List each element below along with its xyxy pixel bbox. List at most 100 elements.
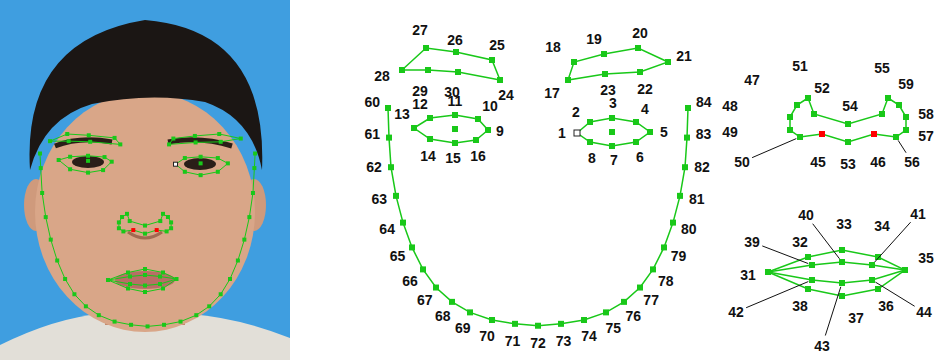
landmark-point — [113, 320, 117, 324]
landmark-outline — [414, 115, 488, 143]
callout-number: 18 — [545, 40, 561, 54]
callout-number: 8 — [588, 151, 596, 165]
leader-line — [825, 287, 840, 336]
landmark-point — [179, 320, 183, 324]
eye — [72, 156, 104, 168]
callout-number: 59 — [898, 77, 914, 91]
landmark-point — [677, 193, 683, 199]
landmark-point — [455, 69, 461, 75]
callout-number: 40 — [798, 208, 814, 222]
landmark-point — [839, 247, 845, 253]
callout-number: 2 — [572, 105, 580, 119]
landmark-outline — [402, 48, 500, 80]
landmark-point — [581, 317, 587, 323]
landmark-point — [393, 193, 399, 199]
landmark-point — [118, 142, 122, 146]
landmark-outline — [176, 157, 228, 175]
landmark-point — [158, 275, 162, 279]
callout-number: 84 — [696, 95, 712, 109]
landmark-point — [452, 140, 458, 146]
landmark-point — [839, 280, 845, 286]
landmark-point — [49, 238, 53, 242]
callout-number: 49 — [722, 125, 738, 139]
callout-number: 74 — [581, 329, 597, 343]
callout-number: 15 — [445, 151, 461, 165]
landmark-outline — [388, 108, 688, 326]
landmark-point — [165, 229, 169, 233]
landmark-outline — [768, 262, 905, 272]
landmark-point — [809, 277, 815, 283]
landmark-point — [143, 284, 147, 288]
landmark-point — [797, 134, 803, 140]
landmark-point — [65, 132, 69, 136]
callout-number: 10 — [482, 99, 498, 113]
landmark-outline — [59, 156, 112, 173]
landmark-point — [67, 139, 71, 143]
landmark-point — [125, 212, 129, 216]
callout-number: 77 — [643, 293, 659, 307]
landmark-point — [869, 262, 875, 268]
landmark-point — [183, 170, 187, 174]
landmark-outline — [790, 98, 906, 142]
landmark-point — [453, 49, 459, 55]
landmark-point — [251, 191, 255, 195]
callout-number: 29 — [412, 84, 428, 98]
landmark-point — [48, 139, 52, 143]
callout-number: 58 — [918, 107, 934, 121]
callout-number: 52 — [814, 81, 830, 95]
landmark-point — [101, 168, 105, 172]
landmark-point — [158, 219, 162, 223]
landmark-point — [103, 155, 107, 159]
landmark-point — [57, 158, 61, 162]
landmark-point — [68, 167, 72, 171]
landmark-point — [207, 304, 211, 308]
landmark-point — [121, 229, 125, 233]
callout-number: 13 — [394, 107, 410, 121]
landmark-point — [765, 269, 771, 275]
landmark-point — [400, 220, 406, 226]
landmark-outline — [768, 270, 905, 283]
landmark-point — [169, 220, 173, 224]
face-photo — [0, 0, 290, 360]
landmark-point — [247, 215, 251, 219]
landmark-point — [485, 127, 491, 133]
landmark-point — [571, 59, 577, 65]
callout-number: 4 — [641, 102, 649, 116]
landmark-point — [473, 137, 479, 143]
callout-number: 75 — [606, 321, 622, 335]
eyebrow — [168, 140, 232, 146]
landmark-point — [97, 313, 101, 317]
callout-number: 66 — [402, 274, 418, 288]
callout-number: 14 — [420, 149, 436, 163]
callout-number: 7 — [610, 153, 618, 167]
callout-number: 65 — [390, 249, 406, 263]
landmark-point — [475, 116, 481, 122]
callout-number: 48 — [722, 99, 738, 113]
landmark-point — [55, 259, 59, 263]
landmark-point — [126, 271, 130, 275]
landmark-point — [875, 286, 881, 292]
landmark-point — [63, 277, 67, 281]
landmark-point — [621, 299, 627, 305]
landmark-outline — [568, 48, 668, 80]
landmark-point — [423, 45, 429, 51]
landmark-point — [226, 161, 230, 165]
callout-number: 37 — [848, 311, 864, 325]
photo-background — [0, 0, 290, 360]
landmark-point — [420, 266, 426, 272]
landmark-point — [155, 228, 159, 232]
landmark-point — [603, 309, 609, 315]
callout-number: 25 — [489, 38, 505, 52]
callout-number: 81 — [689, 192, 705, 206]
callout-number: 27 — [412, 23, 428, 37]
landmark-point — [805, 95, 811, 101]
callout-number: 24 — [498, 88, 514, 102]
landmark-point — [601, 51, 607, 57]
landmark-schematic — [385, 45, 909, 329]
landmark-point — [633, 119, 639, 125]
landmark-point — [635, 45, 641, 51]
landmark-point — [839, 293, 845, 299]
landmark-point — [452, 126, 458, 132]
callout-number: 64 — [379, 222, 395, 236]
